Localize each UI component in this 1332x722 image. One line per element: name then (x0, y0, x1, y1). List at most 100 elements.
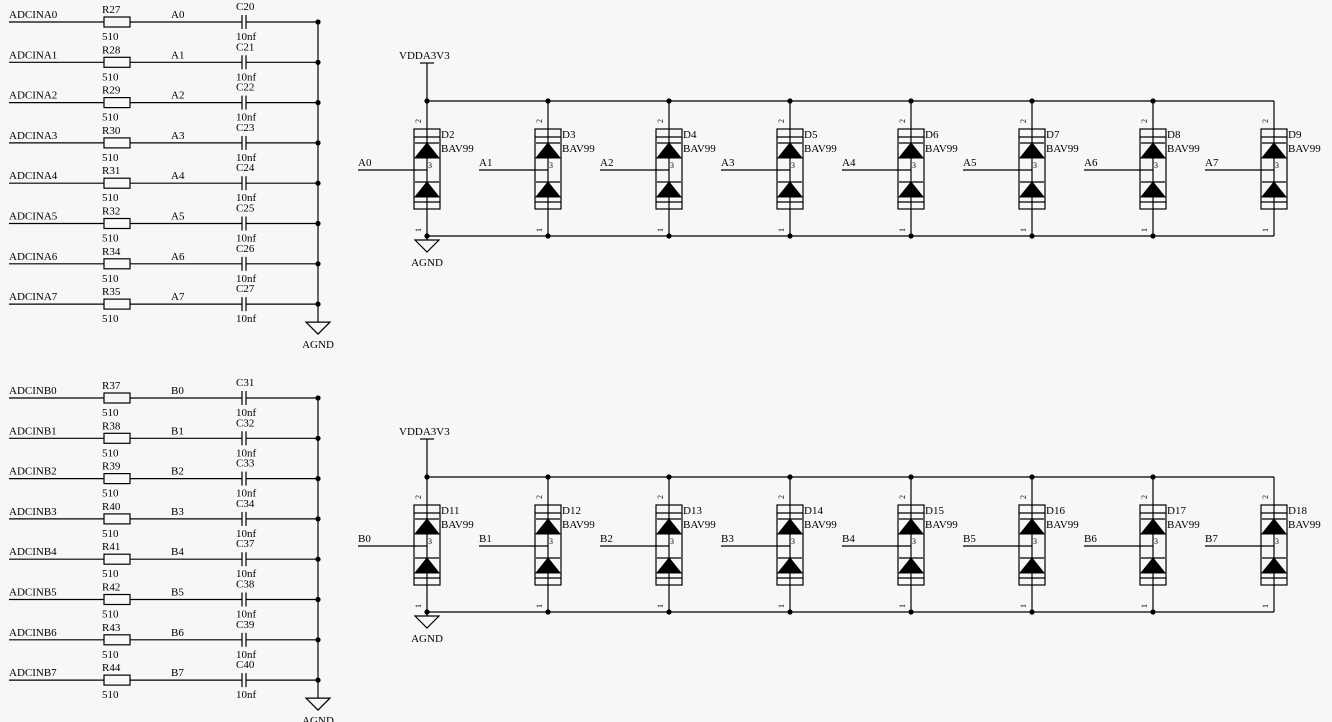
junction-dot (666, 474, 671, 479)
diode-triangle-icon (899, 182, 923, 197)
node-net-label: A0 (171, 9, 185, 21)
rc-row: ADCINA6R34510A6C2610nf (9, 243, 321, 285)
input-net-label: ADCINB5 (9, 587, 57, 599)
diode-ref: D12 (562, 505, 581, 517)
resistor-icon (104, 138, 130, 148)
diode-triangle-icon (1141, 519, 1165, 534)
capacitor-ref: C39 (236, 619, 255, 631)
resistor-value: 510 (102, 609, 119, 621)
pin-number: 1 (1019, 228, 1028, 232)
input-net-label: B5 (963, 533, 976, 545)
resistor-icon (104, 595, 130, 605)
diode-triangle-icon (657, 519, 681, 534)
resistor-ref: R30 (102, 125, 121, 137)
rc-row: ADCINB3R40510B3C3410nf (9, 498, 321, 540)
node-net-label: B0 (171, 385, 184, 397)
diode-triangle-icon (536, 558, 560, 573)
bav99-diode: 213D7BAV99A5 (963, 98, 1079, 238)
node-net-label: B2 (171, 466, 184, 478)
diode-part: BAV99 (1288, 519, 1321, 531)
diode-clamp-group: VDDA3V3AGND213D2BAV99A0213D3BAV99A1213D4… (358, 50, 1321, 269)
bav99-diode: 213D4BAV99A2 (600, 98, 716, 238)
resistor-value: 510 (102, 71, 119, 83)
diode-triangle-icon (778, 143, 802, 158)
resistor-value: 510 (102, 192, 119, 204)
capacitor-ref: C37 (236, 538, 255, 550)
diode-triangle-icon (1141, 182, 1165, 197)
input-net-label: ADCINB4 (9, 546, 57, 558)
input-net-label: A4 (842, 157, 856, 169)
resistor-icon (104, 219, 130, 229)
junction-dot (787, 233, 792, 238)
junction-dot (666, 98, 671, 103)
resistor-ref: R29 (102, 85, 121, 97)
capacitor-ref: C21 (236, 41, 254, 53)
junction-dot (424, 233, 429, 238)
bav99-diode: 213D5BAV99A3 (721, 98, 837, 238)
input-net-label: ADCINB0 (9, 385, 57, 397)
diode-part: BAV99 (683, 143, 716, 155)
resistor-icon (104, 554, 130, 564)
diode-triangle-icon (536, 143, 560, 158)
ground-icon (306, 322, 330, 334)
diode-triangle-icon (657, 558, 681, 573)
diode-ref: D11 (441, 505, 460, 517)
diode-ref: D2 (441, 129, 454, 141)
junction-dot (908, 233, 913, 238)
pin-number: 1 (777, 228, 786, 232)
rc-row: ADCINA0R27510A0C2010nf (9, 1, 321, 43)
diode-part: BAV99 (804, 519, 837, 531)
resistor-icon (104, 17, 130, 27)
junction-dot (1029, 474, 1034, 479)
capacitor-value: 10nf (236, 313, 257, 325)
bav99-diode: 213D9BAV99A7 (1205, 101, 1321, 236)
diode-part: BAV99 (1046, 143, 1079, 155)
pin-number: 1 (535, 604, 544, 608)
junction-dot (545, 474, 550, 479)
diode-triangle-icon (415, 519, 439, 534)
ground-label: AGND (411, 633, 443, 645)
node-net-label: A2 (171, 90, 184, 102)
input-net-label: ADCINA7 (9, 291, 58, 303)
junction-dot (1029, 233, 1034, 238)
rc-row: ADCINB1R38510B1C3210nf (9, 417, 321, 459)
pin-number: 3 (549, 537, 553, 546)
resistor-value: 510 (102, 31, 119, 43)
rc-row: ADCINA4R31510A4C2410nf (9, 162, 321, 204)
pin-number: 2 (1019, 495, 1028, 499)
diode-part: BAV99 (1288, 143, 1321, 155)
capacitor-ref: C23 (236, 122, 255, 134)
pin-number: 3 (912, 161, 916, 170)
pin-number: 2 (414, 119, 423, 123)
resistor-value: 510 (102, 447, 119, 459)
diode-triangle-icon (536, 182, 560, 197)
junction-dot (545, 98, 550, 103)
input-net-label: A5 (963, 157, 977, 169)
bav99-diode: 213D15BAV99B4 (842, 474, 958, 614)
diode-ref: D16 (1046, 505, 1065, 517)
bav99-diode: 213D17BAV99B6 (1084, 474, 1200, 614)
input-net-label: B0 (358, 533, 371, 545)
junction-dot (1150, 609, 1155, 614)
diode-ref: D13 (683, 505, 702, 517)
capacitor-ref: C20 (236, 1, 255, 13)
diode-ref: D7 (1046, 129, 1060, 141)
diode-part: BAV99 (804, 143, 837, 155)
diode-clamp-group: VDDA3V3AGND213D11BAV99B0213D12BAV99B1213… (358, 426, 1321, 645)
node-net-label: A3 (171, 130, 185, 142)
diode-ref: D18 (1288, 505, 1307, 517)
resistor-ref: R40 (102, 501, 121, 513)
resistor-icon (104, 433, 130, 443)
node-net-label: A6 (171, 251, 185, 263)
diode-triangle-icon (1262, 143, 1286, 158)
diode-part: BAV99 (1167, 143, 1200, 155)
node-net-label: B7 (171, 667, 184, 679)
junction-dot (666, 609, 671, 614)
diode-triangle-icon (415, 143, 439, 158)
pin-number: 3 (428, 161, 432, 170)
bav99-diode: 213D14BAV99B3 (721, 474, 837, 614)
rc-row: ADCINB7R44510B7C4010nf (9, 659, 321, 701)
diode-triangle-icon (415, 182, 439, 197)
